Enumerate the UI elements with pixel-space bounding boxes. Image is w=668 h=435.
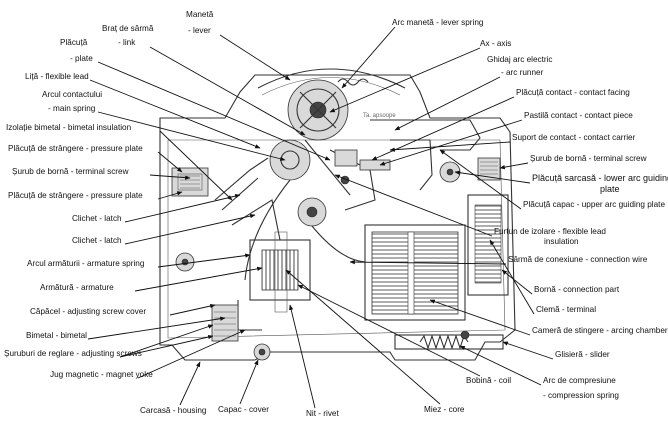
label-borna: Bornă - connection part (534, 285, 620, 294)
label-clema: Clemă - terminal (536, 305, 596, 314)
left-terminal (171, 167, 209, 272)
label-placuta-strangere-2: Plăcuță de strângere - pressure plate (8, 191, 143, 200)
label-plate-2: plate (600, 184, 620, 194)
breaker-drawing: Ta. apsoope (159, 68, 516, 361)
label-arcul-contactului: Arcul contactului (42, 90, 102, 99)
label-arcul-armaturii: Arcul armăturii - armature spring (27, 259, 145, 268)
label-placuta-sarcasa: Plăcuță sarcasă - lower arc guiding (532, 173, 668, 183)
label-ax: Ax - axis (480, 39, 511, 48)
label-jug: Jug magnetic - magnet yoke (50, 370, 153, 379)
label-lita: Liță - flexible lead (25, 72, 89, 81)
adjusting-screws (211, 304, 239, 342)
label-furtun: Furtun de izolare - flexible lead (494, 227, 606, 236)
label-sarma-conexiune: Sârmă de conexiune - connection wire (508, 255, 648, 264)
label-placuta-contact: Plăcuță contact - contact facing (516, 88, 630, 97)
slider-spring (394, 330, 504, 350)
label-pastila: Pastilă contact - contact piece (524, 111, 633, 120)
label-capacel: Căpăcel - adjusting screw cover (30, 307, 146, 316)
label-arc-maneta: Arc manetă - lever spring (392, 18, 484, 27)
label-camera: Cameră de stingere - arcing chamber (532, 326, 668, 335)
label-insulation: insulation (544, 237, 579, 246)
leader-lines (87, 26, 554, 409)
label-glisiera: Glisieră - slider (555, 350, 610, 359)
lever-wheel (287, 79, 349, 141)
housing-outline (159, 74, 516, 361)
label-surub-borna-right: Șurub de bornă - terminal screw (530, 154, 647, 163)
label-maneta: Manetă (186, 10, 214, 19)
label-placuta-strangere-1: Plăcuță de strângere - pressure plate (8, 144, 143, 153)
label-link: - link (118, 38, 136, 47)
labels-bottom: Carcasă - housing Capac - cover Nit - ri… (140, 376, 511, 418)
label-compression-spring: - compression spring (543, 391, 619, 400)
label-capac: Capac - cover (218, 405, 269, 414)
drawing-note: Ta. apsoope (363, 113, 396, 119)
labels-left: Plăcuță - plate Liță - flexible lead Arc… (4, 38, 153, 379)
label-plate: - plate (70, 54, 93, 63)
label-miez: Miez - core (424, 405, 465, 414)
label-armatura: Armătură - armature (40, 283, 114, 292)
label-main-spring: - main spring (48, 104, 96, 113)
label-placuta: Plăcuță (60, 38, 88, 47)
label-bimetal: Bimetal - bimetal (26, 331, 87, 340)
label-bobina: Bobină - coil (466, 376, 511, 385)
label-lever: - lever (188, 26, 211, 35)
label-brat-sarma: Braț de sârmă (102, 24, 154, 33)
label-clichet-1: Clichet - latch (72, 214, 122, 223)
label-ghidaj: Ghidaj arc electric (487, 55, 553, 64)
label-izolatie: Izolație bimetal - bimetal insulation (6, 123, 132, 132)
label-arc-runner: - arc runner (501, 68, 544, 77)
labels-right: Arc manetă - lever spring Ax - axis Ghid… (392, 18, 668, 400)
label-placuta-capac: Plăcuță capac - upper arc guiding plate (523, 200, 665, 209)
label-suport: Suport de contact - contact carrier (512, 133, 636, 142)
label-carcasa: Carcasă - housing (140, 406, 207, 415)
label-clichet-2: Clichet - latch (72, 236, 122, 245)
label-nit: Nit - rivet (306, 409, 339, 418)
label-suruburi-reglare: Șuruburi de reglare - adjusting screws (4, 349, 142, 358)
label-arc-compresiune: Arc de compresiune (543, 376, 616, 385)
arcing-chamber (364, 224, 466, 321)
label-surub-borna-left: Șurub de bornă - terminal screw (12, 167, 129, 176)
labels-top: Braț de sârmă - link Manetă - lever (102, 10, 214, 47)
